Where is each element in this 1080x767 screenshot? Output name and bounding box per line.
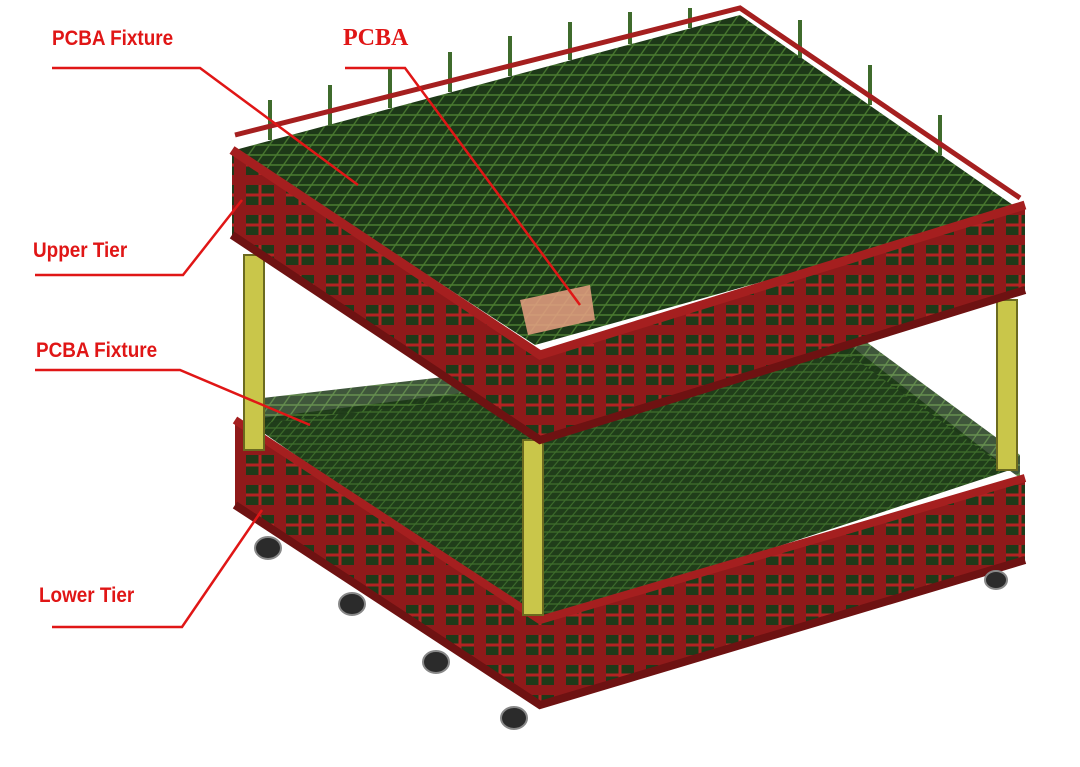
- callout-line-lower-fixture: [35, 368, 311, 427]
- upper-frame-bottom: [229, 231, 1027, 445]
- label-pcba: PCBA: [343, 25, 409, 51]
- label-lower-tier: Lower Tier: [39, 584, 135, 607]
- upper-tier-group: [229, 5, 1027, 445]
- callout-line-pcba: [345, 66, 582, 306]
- upper-frame-edge: [229, 146, 1027, 360]
- callout-line-upper-fixture: [52, 66, 359, 187]
- label-lower-pcba-fixture: PCBA Fixture: [36, 339, 158, 362]
- wheel-icon: [254, 536, 1008, 730]
- callout-line-upper-tier: [35, 199, 243, 277]
- upper-floor-mesh: [235, 15, 1020, 345]
- upper-front-panel: [540, 205, 1025, 440]
- support-posts: [243, 254, 1018, 616]
- lower-frame-edge: [232, 416, 1027, 625]
- callout-line-lower-tier: [52, 509, 264, 629]
- pcba-board: [520, 285, 595, 335]
- upper-left-panel: [232, 150, 540, 440]
- lower-frame-bottom: [232, 501, 1027, 710]
- label-upper-pcba-fixture: PCBA Fixture: [52, 27, 174, 50]
- lower-front-panel: [540, 478, 1025, 705]
- callout-lines: [35, 66, 582, 629]
- label-upper-tier: Upper Tier: [33, 239, 128, 262]
- lower-left-panel: [235, 420, 540, 705]
- upper-back-top-rail: [234, 5, 1022, 201]
- lower-floor-mesh: [245, 345, 1010, 625]
